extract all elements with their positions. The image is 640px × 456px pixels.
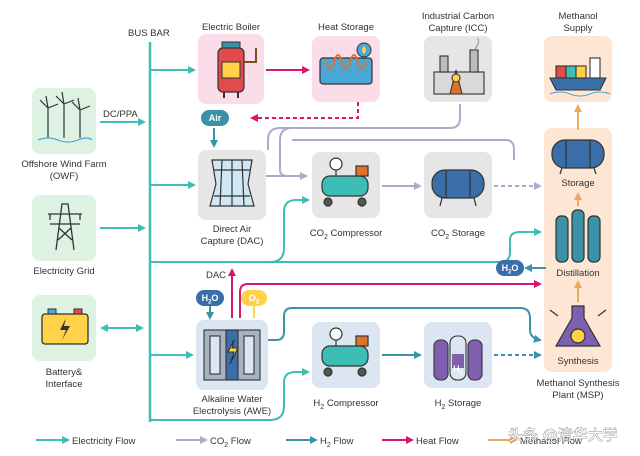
heat-storage-icon (319, 42, 373, 85)
awe-to-h2-compressor (268, 307, 542, 343)
icc-to-dac-co2 (279, 104, 461, 180)
h2o-distillation-bubble-label: H2O (502, 263, 519, 276)
h2-compressor-label: H2 Compressor (313, 398, 378, 411)
storage-label: Storage (561, 178, 594, 189)
h2-compressor-icon (321, 327, 369, 377)
battery-label-line1: Battery& (46, 367, 83, 378)
h2-storage-label: H2 Storage (435, 398, 482, 411)
dac-label-line2: Capture (DAC) (201, 236, 264, 247)
legend-co2-label: CO2 Flow (210, 436, 251, 449)
icc-label-line2: Capture (ICC) (428, 23, 487, 34)
legend-electricity-label: Electricity Flow (72, 436, 135, 447)
legend-h2-label: H2 Flow (320, 436, 354, 449)
battery-label-line2: Interface (46, 379, 83, 390)
grid-label: Electricity Grid (33, 266, 94, 277)
electrolyser-icon (203, 329, 261, 381)
h2-tank-label: H2 (453, 364, 464, 377)
power-pylon-icon (48, 203, 82, 251)
air-bubble: Air (201, 110, 229, 126)
heat-storage-label: Heat Storage (318, 22, 374, 33)
awe-label-line2: Electrolysis (AWE) (193, 406, 271, 417)
legend-co2: CO2 Flow (176, 436, 251, 449)
cooling-tower-icon (209, 159, 255, 207)
bus-bar-label: BUS BAR (128, 28, 170, 39)
o2-bubble-label: O2 (249, 293, 260, 306)
h2-storage-tank-icon (433, 335, 483, 381)
co2-compressor-icon (321, 157, 369, 207)
wind-turbine-icon (37, 91, 93, 143)
co2-compressor-label: CO2 Compressor (310, 228, 383, 241)
msp-label-line1: Methanol Synthesis (537, 378, 620, 389)
legend-methanol: Methanol Flow (488, 436, 582, 447)
legend: Electricity Flow CO2 Flow H2 Flow Heat F… (36, 436, 582, 449)
h2o-awe-bubble-label: H2O (202, 293, 219, 306)
legend-methanol-label: Methanol Flow (520, 436, 582, 447)
synthesis-reactor-icon (549, 305, 607, 347)
icc-label-line1: Industrial Carbon (422, 11, 494, 22)
heat-storage-return (250, 102, 359, 122)
legend-heat: Heat Flow (382, 436, 459, 447)
co2-storage-label: CO2 Storage (431, 228, 485, 241)
awe-label-line1: Alkaline Water (202, 394, 263, 405)
owf-label-line1: Offshore Wind Farm (21, 159, 106, 170)
watermark: 头条 @清华大学 (508, 426, 618, 444)
methanol-supply-label-line1: Methanol (558, 11, 597, 22)
legend-electricity: Electricity Flow (36, 436, 135, 447)
awe-heat-to-msp (239, 280, 542, 318)
electric-boiler-label: Electric Boiler (202, 22, 260, 33)
factory-icon (433, 37, 485, 95)
h2o-distillation-bubble: H2O (496, 260, 524, 276)
co2-storage-tank-icon (431, 169, 485, 207)
electric-boiler-icon (217, 41, 257, 98)
cargo-ship-icon (549, 57, 611, 97)
legend-h2: H2 Flow (286, 436, 354, 449)
grid-box (32, 195, 96, 261)
msp-label-line2: Plant (MSP) (552, 390, 603, 401)
methanol-supply-label-line2: Supply (563, 23, 592, 34)
icc-to-msp-co2 (267, 127, 292, 150)
legend-heat-label: Heat Flow (416, 436, 459, 447)
synthesis-label: Synthesis (557, 356, 598, 367)
o2-bubble: O2 (241, 290, 267, 306)
distillation-column-icon (555, 209, 601, 263)
bus-to-h2-compressor (150, 368, 310, 421)
battery-icon (41, 308, 89, 345)
air-bubble-label: Air (209, 113, 222, 123)
owf-label-line2: (OWF) (50, 171, 79, 182)
methanol-storage-tank-icon (551, 139, 605, 175)
distillation-label: Distillation (556, 268, 599, 279)
icc-branch-to-msp (450, 139, 515, 160)
dac-output-label: DAC (206, 270, 226, 281)
dac-label-line1: Direct Air (213, 224, 252, 235)
h2o-awe-bubble: H2O (196, 290, 224, 306)
dc-ppa-label: DC/PPA (103, 109, 138, 120)
